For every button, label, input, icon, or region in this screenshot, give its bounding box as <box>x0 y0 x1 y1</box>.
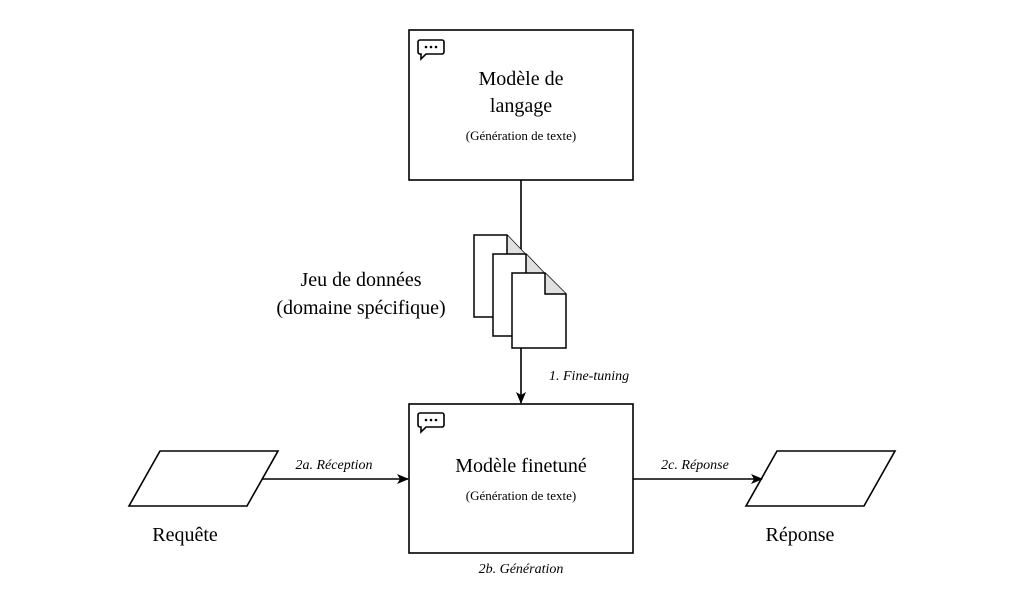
request-label: Requête <box>152 524 218 546</box>
dataset-label-line1: Jeu de données <box>300 269 421 291</box>
chat-bubble-icon <box>417 412 445 434</box>
base-model-box: Modèle de langage (Génération de texte) <box>408 29 634 181</box>
dataset-label-line2: (domaine spécifique) <box>276 297 445 319</box>
finetuned-model-title: Modèle finetuné <box>455 455 587 477</box>
generation-label: 2b. Génération <box>479 562 564 577</box>
request-edge-label: 2a. Réception <box>296 458 373 473</box>
finetune-step-label: 1. Fine-tuning <box>549 369 629 384</box>
chat-bubble-icon <box>417 39 445 61</box>
response-edge-label: 2c. Réponse <box>661 458 729 473</box>
base-model-title-line1: Modèle de <box>479 68 564 90</box>
finetuned-model-box: Modèle finetuné (Génération de texte) <box>408 403 634 554</box>
base-model-title-line2: langage <box>490 95 552 117</box>
response-parallelogram <box>744 450 897 507</box>
base-model-subtitle: (Génération de texte) <box>466 128 576 143</box>
response-label: Réponse <box>766 524 835 546</box>
finetuned-model-subtitle: (Génération de texte) <box>466 488 576 503</box>
dataset-documents-icon <box>473 234 567 349</box>
request-parallelogram <box>127 450 280 507</box>
